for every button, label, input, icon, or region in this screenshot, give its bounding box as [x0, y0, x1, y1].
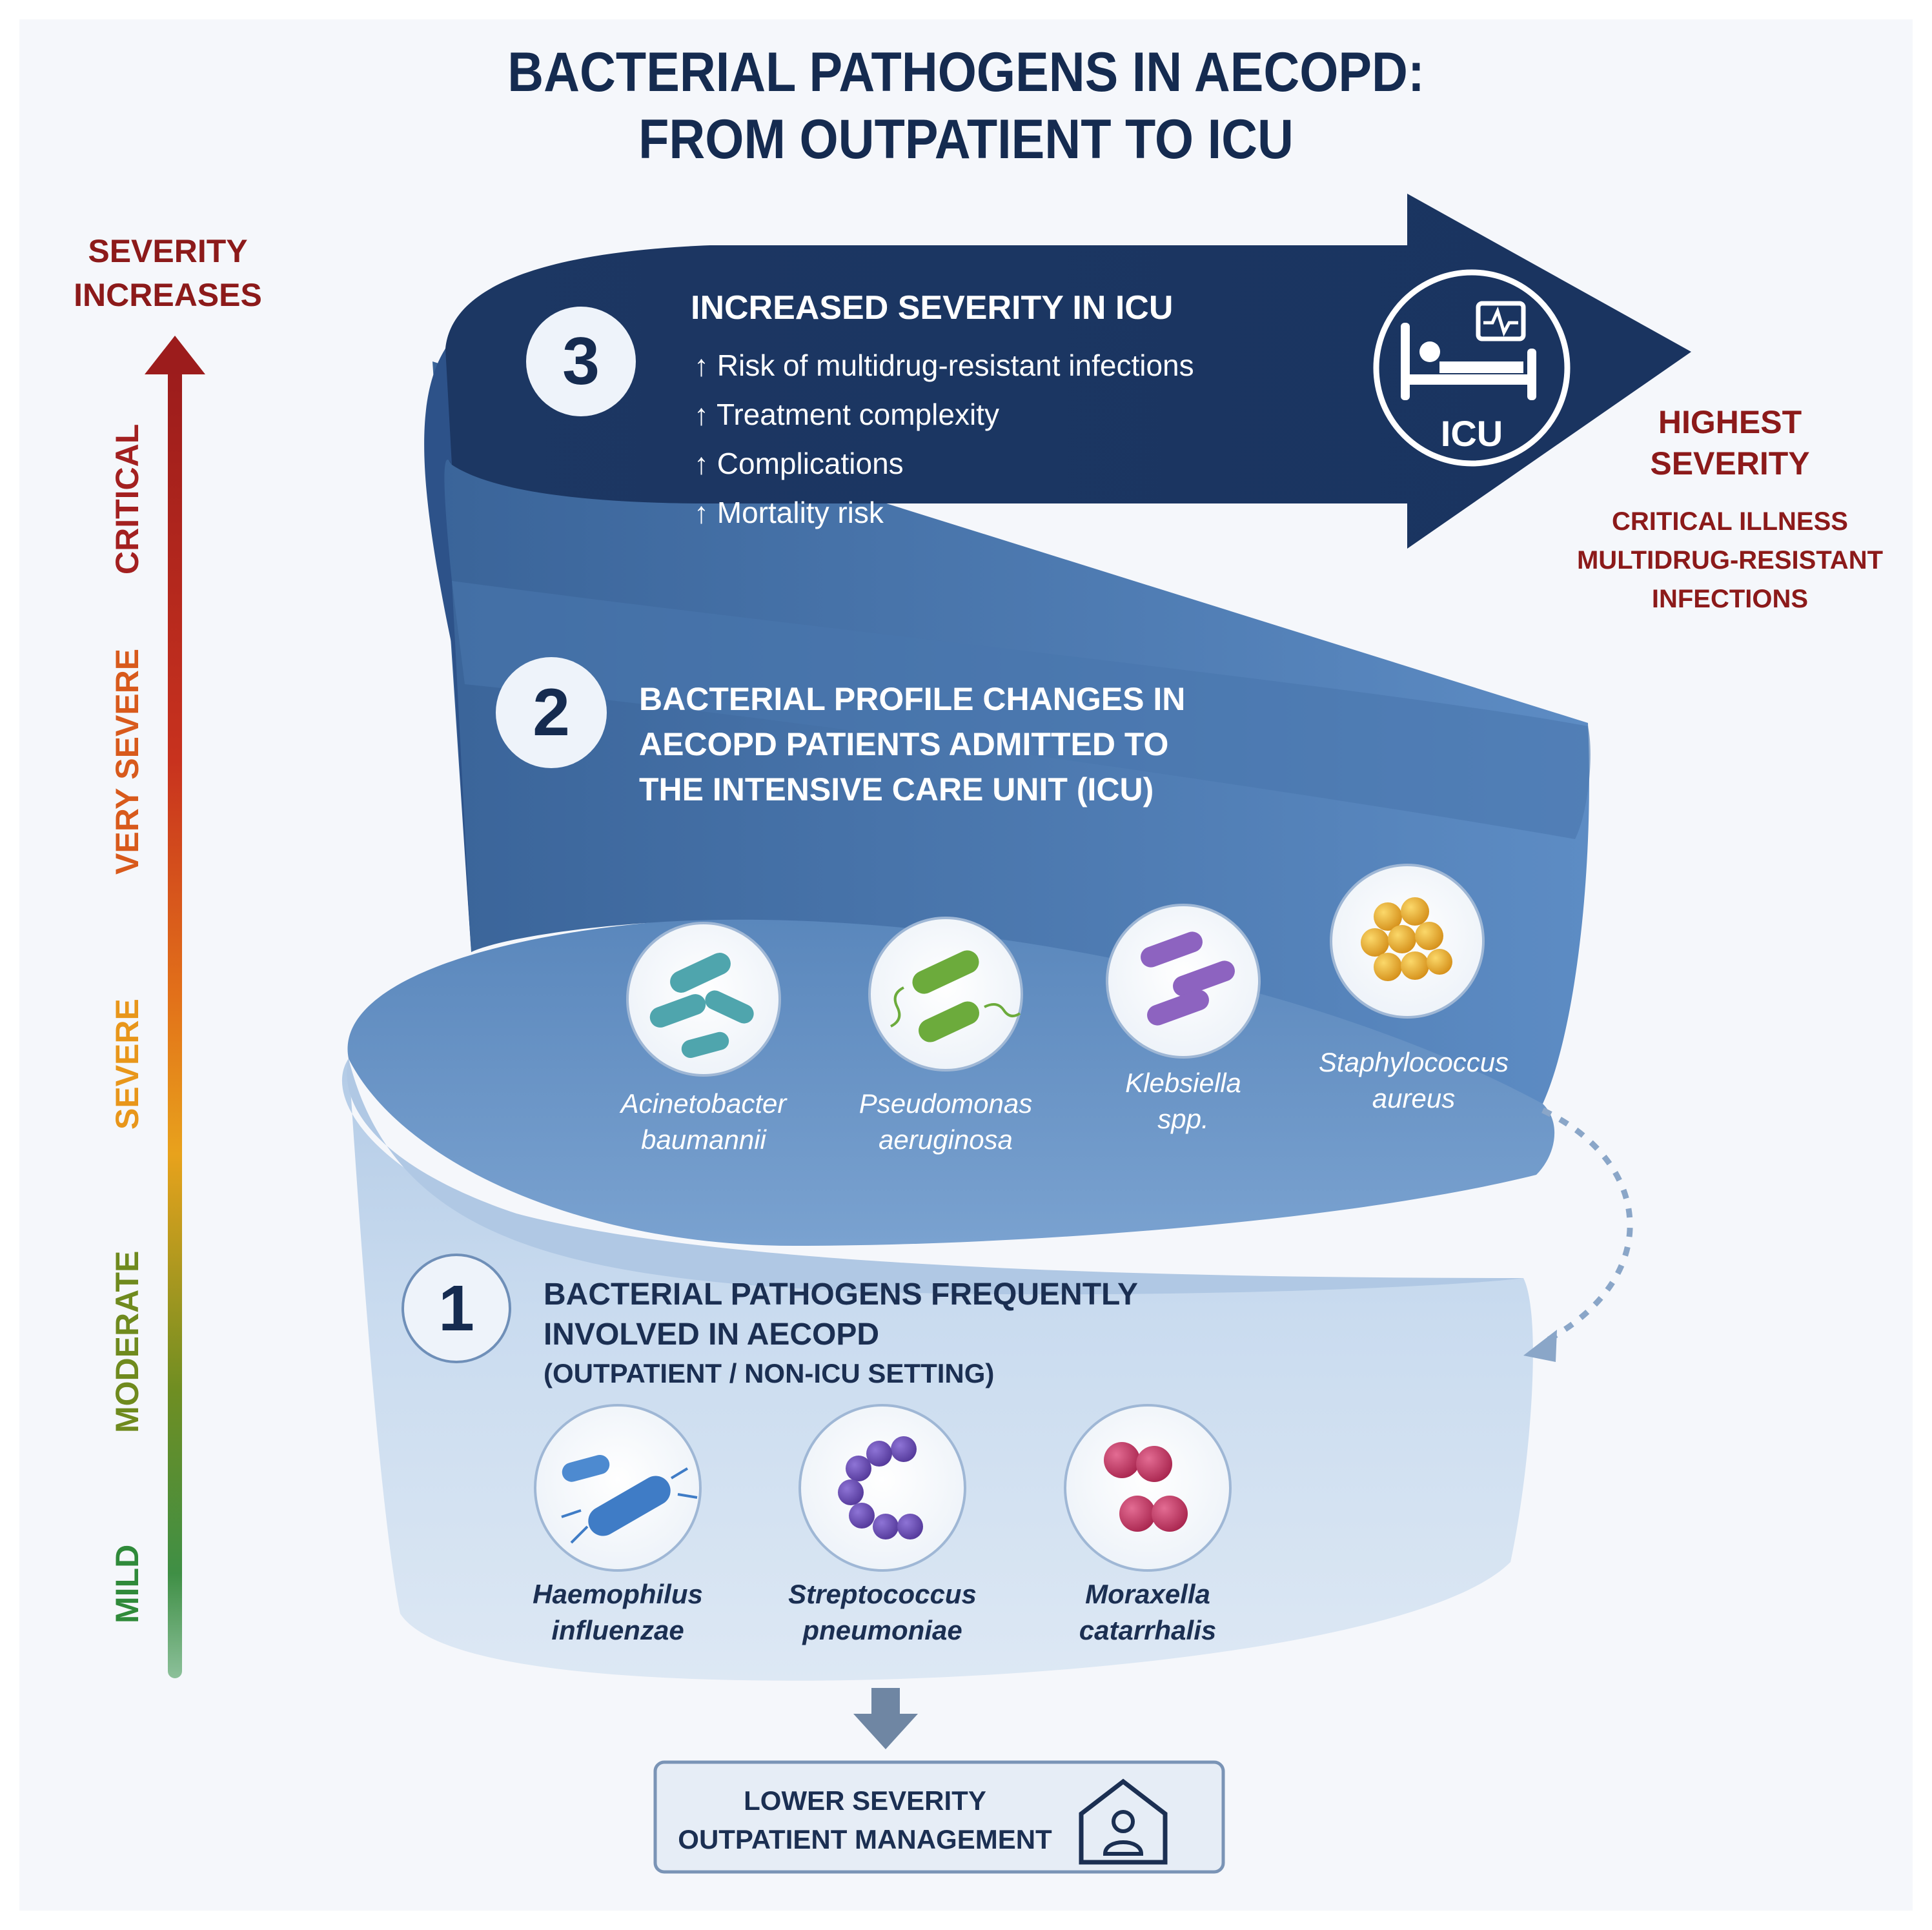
stage1-heading-line-2: INVOLVED IN AECOPD [544, 1317, 880, 1352]
severity-level-very-severe: VERY SEVERE [109, 648, 145, 875]
stage3-bullet-2: ↑ Treatment complexity [694, 398, 999, 431]
icu-monitor [1476, 301, 1526, 341]
pathogen-name-line-2: spp. [1157, 1104, 1209, 1134]
stage2-number-badge: 2 [496, 657, 607, 768]
pathogen-name-line-2: influenzae [551, 1615, 684, 1645]
severity-level-critical: CRITICAL [109, 423, 145, 574]
severity-title-line-2: INCREASES [74, 277, 262, 313]
stage3-arrow [436, 194, 1691, 549]
pathogen-moraxella-label: Moraxella catarrhalis [1032, 1576, 1264, 1649]
pathogen-name-line-1: Moraxella [1085, 1579, 1210, 1609]
severity-axis-arrowhead [145, 336, 205, 374]
icu-bed-post [1401, 323, 1410, 400]
highest-severity-description: CRITICAL ILLNESS MULTIDRUG-RESISTANT INF… [1549, 502, 1911, 618]
severity-level-severe: SEVERE [109, 999, 145, 1130]
pathogen-name-line-1: Staphylococcus [1318, 1047, 1509, 1077]
outpatient-line-2: OUTPATIENT MANAGEMENT [678, 1824, 1052, 1854]
pathogen-name-line-2: aureus [1372, 1083, 1456, 1113]
pathogen-name-line-2: aeruginosa [879, 1124, 1013, 1155]
house-icon [1079, 1778, 1168, 1865]
title-line-1: BACTERIAL PATHOGENS IN AECOPD: [507, 41, 1425, 103]
stage1-heading-line-1: BACTERIAL PATHOGENS FREQUENTLY [544, 1277, 1138, 1312]
pathogen-name-line-1: Haemophilus [533, 1579, 703, 1609]
dotted-return-arrowhead [1523, 1330, 1557, 1362]
highest-desc-line-3: INFECTIONS [1651, 585, 1809, 613]
pathogen-pseudomonas-label: Pseudomonas aeruginosa [839, 1086, 1052, 1158]
dotted-return-arrow [1541, 1107, 1633, 1345]
icu-patient-body [1439, 361, 1523, 373]
stage3-fold [424, 349, 471, 952]
icu-icon-label: ICU [1440, 413, 1503, 454]
doctor-head-icon [1112, 1810, 1135, 1833]
stage3-bullet-1: ↑ Risk of multidrug-resistant infections [694, 349, 1194, 382]
streptococcus-icon [798, 1404, 966, 1572]
pathogen-name-line-2: pneumoniae [802, 1615, 962, 1645]
title-line-2: FROM OUTPATIENT TO ICU [638, 108, 1294, 170]
acinetobacter-icon [626, 922, 781, 1077]
highest-title-line-1: HIGHEST [1658, 404, 1802, 440]
stage3-bullet-4: ↑ Mortality risk [694, 496, 884, 529]
stage2-heading-line-1: BACTERIAL PROFILE CHANGES IN [639, 681, 1186, 717]
pathogen-name-line-1: Klebsiella [1125, 1068, 1241, 1098]
pathogen-haemophilus-label: Haemophilus influenzae [502, 1576, 734, 1649]
outpatient-box-text: LOWER SEVERITY OUTPATIENT MANAGEMENT [658, 1782, 1072, 1859]
icu-bed-frame [1401, 374, 1536, 385]
pseudomonas-icon [868, 917, 1023, 1072]
icu-bed-foot [1527, 349, 1536, 400]
stage2-fold-shadow [452, 581, 1591, 839]
highest-desc-line-2: MULTIDRUG-RESISTANT [1576, 546, 1884, 574]
doctor-body-icon [1103, 1840, 1144, 1856]
severity-level-moderate: MODERATE [109, 1250, 145, 1433]
icu-ecg-line [1483, 306, 1518, 337]
highest-severity-title: HIGHEST SEVERITY [1614, 401, 1846, 484]
pathogen-staphylococcus-label: Staphylococcus aureus [1307, 1044, 1520, 1117]
pathogen-name-line-2: baumannii [641, 1124, 766, 1155]
outpatient-line-1: LOWER SEVERITY [744, 1785, 986, 1816]
severity-axis-title: SEVERITY INCREASES [39, 229, 297, 317]
severity-title-line-1: SEVERITY [88, 233, 248, 269]
page-title: BACTERIAL PATHOGENS IN AECOPD: FROM OUTP… [97, 39, 1836, 173]
stage1-heading: BACTERIAL PATHOGENS FREQUENTLY INVOLVED … [544, 1275, 1189, 1355]
haemophilus-icon [534, 1404, 702, 1572]
stage1-number-badge: 1 [402, 1254, 511, 1363]
stage3-number-badge: 3 [526, 307, 636, 416]
highest-desc-line-1: CRITICAL ILLNESS [1612, 507, 1848, 536]
staphylococcus-icon [1330, 864, 1485, 1019]
icu-patient-head [1419, 341, 1440, 362]
stage2-heading-line-3: THE INTENSIVE CARE UNIT (ICU) [639, 771, 1154, 808]
down-arrow-head [853, 1714, 918, 1749]
highest-title-line-2: SEVERITY [1650, 445, 1810, 482]
icu-icon-ring [1373, 269, 1571, 467]
stage2-heading-line-2: AECOPD PATIENTS ADMITTED TO [639, 726, 1169, 762]
stage3-bullet-3: ↑ Complications [694, 447, 904, 480]
pathogen-name-line-1: Pseudomonas [859, 1088, 1033, 1119]
stage3-heading: INCREASED SEVERITY IN ICU [691, 289, 1174, 327]
pathogen-acinetobacter-label: Acinetobacter baumannii [597, 1086, 810, 1158]
pathogen-streptococcus-label: Streptococcus pneumoniae [766, 1576, 999, 1649]
severity-level-mild: MILD [109, 1544, 145, 1623]
pathogen-name-line-1: Streptococcus [788, 1579, 977, 1609]
stage1-subheading: (OUTPATIENT / NON-ICU SETTING) [544, 1358, 995, 1388]
pathogen-klebsiella-label: Klebsiella spp. [1077, 1065, 1290, 1137]
pathogen-name-line-2: catarrhalis [1079, 1615, 1217, 1645]
moraxella-icon [1064, 1404, 1232, 1572]
klebsiella-icon [1106, 904, 1261, 1059]
stage2-heading: BACTERIAL PROFILE CHANGES IN AECOPD PATI… [639, 676, 1220, 812]
severity-axis-bar [168, 368, 182, 1678]
pathogen-name-line-1: Acinetobacter [620, 1088, 787, 1119]
